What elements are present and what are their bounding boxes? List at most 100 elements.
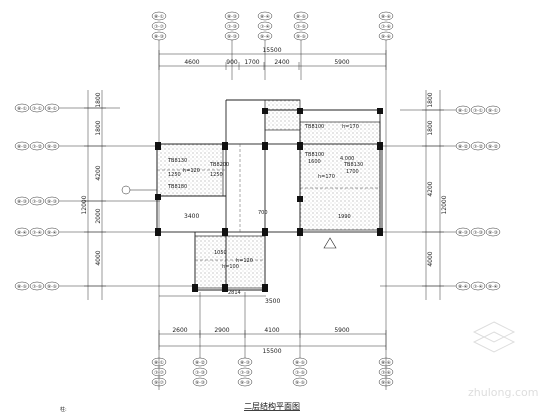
axis-tag-column-bottom-3 [237,292,253,387]
column [377,108,383,114]
slab-area [264,99,301,131]
axis-tag: ⑦-④ [473,284,483,290]
axis-tag: ⑦-⑦ [154,370,164,376]
axis-tag: ⑦-③ [227,24,237,30]
axis-tag: ⑦-③ [32,199,42,205]
axis-tag: ⑧-④ [260,14,270,20]
axis-tag-column-bottom-1 [151,357,167,387]
right-axis-tag-labels: ⑧-① ⑦-① ⑨-① ⑧-② ⑦-② ⑨-② ⑧-③ ⑦-③ ⑨-③ ⑧-④ … [458,108,498,290]
slab-thickness-label: h=120 [183,168,200,174]
dimension-label-bottom: 2900 [214,327,229,334]
bottom-axis-tags [151,236,394,387]
axis-tag: ⑧-② [458,144,468,150]
column [297,228,303,236]
axis-tag: ⑦-② [32,144,42,150]
dimension-label-right: 4200 [427,181,434,196]
dimension-label-top: 1700 [244,59,259,66]
column [262,108,268,114]
watermark-text: zhulong.com [468,386,538,399]
room-width-label: 3400 [184,213,199,220]
column [222,142,228,150]
axis-tag: ⑨-③ [240,380,250,386]
axis-tag: ⑨-⑤ [296,34,306,40]
corner-label: 柱: [60,406,67,413]
axis-tag-row-right-1 [400,105,501,115]
slab-thickness-label: h=120 [236,258,253,264]
axis-tag: ⑧-⑤ [295,360,305,366]
axis-tag: ⑦-⑤ [295,370,305,376]
dimension-label-right-total: 12000 [441,195,448,214]
column [297,142,303,150]
axis-tag: ⑧-⑤ [17,284,27,290]
axis-tag: ⑦-③ [195,370,205,376]
dimension-label-left: 4200 [95,165,102,180]
axis-tag-row-left-2 [14,141,160,151]
slab-thickness-label: h=100 [222,264,239,270]
plan-annotations: h=170 h=170 h=120 h=120 h=100 TB8100 TB8… [167,124,363,296]
beam-tag: TB8200 [209,162,229,168]
axis-tag: ⑦-④ [32,230,42,236]
dimension-label-left: 1800 [95,120,102,135]
dimension-label-right: 1800 [427,120,434,135]
dimension-label-bottom-total: 15500 [262,348,281,355]
axis-tag: ⑨-⑥ [381,380,391,386]
axis-tag: ⑨-② [488,144,498,150]
column [262,284,268,292]
top-dimension-lines [158,50,387,70]
top-axis-tag-labels: ⑧-① ⑦-⑦ ⑧-③ ⑧-③ ⑦-③ ⑨-③ ⑧-④ ⑦-④ ⑨-④ ⑧-⑤ … [154,14,391,40]
dimension-label-bottom-inner: 3500 [265,298,280,305]
dimension-label-top: 900 [226,59,238,66]
dimension-label-left-total: 12000 [81,195,88,214]
axis-tag-column-top-3 [257,11,273,80]
column [155,142,161,150]
slab-area [299,121,381,231]
axis-tag: ⑧-① [458,108,468,114]
axis-tag-column-top-4 [293,11,309,80]
axis-tag: ⑧-④ [458,284,468,290]
column [155,194,161,200]
dimension-label-bottom: 5900 [334,327,349,334]
axis-tag: ⑨-① [488,108,498,114]
dimension-label-left: 2000 [95,208,102,223]
dimension-note: 1250 [210,172,223,178]
axis-tag: ⑨-④ [260,34,270,40]
column [377,142,383,150]
dimension-note: 1990 [338,214,351,220]
dimension-label-left: 4000 [95,250,102,265]
dimension-label-right: 4000 [427,251,434,266]
axis-tag: ⑨-④ [488,284,498,290]
axis-tag: ⑧-⑤ [296,14,306,20]
beam-tag: TB8130 [343,162,363,168]
axis-tag: ⑨-③ [195,380,205,386]
axis-tag: ⑦-⑥ [381,24,391,30]
columns [155,108,383,292]
column [297,108,303,114]
axis-tag: ⑧-① [154,14,164,20]
axis-tag: ⑧-③ [154,34,164,40]
dimension-label-left: 1800 [95,92,102,107]
bottom-axis-tag-labels: ⑧-① ⑦-⑦ ⑨-⑦ ⑧-② ⑦-③ ⑨-③ ⑧-③ ⑦-③ ⑨-③ ⑧-⑤ … [154,360,391,386]
left-axis-tags [14,103,195,291]
drawing-title: 二层结构平面图 [244,401,300,411]
left-axis-tag-labels: ⑧-① ⑦-① ⑨-① ⑧-② ⑦-② ⑨-② ⑧-③ ⑦-③ ⑨-③ ⑧-④ … [17,106,57,290]
watermark: zhulong.com [468,321,538,399]
axis-tag: ⑧-① [17,106,27,112]
axis-tag: ⑦-④ [260,24,270,30]
beam-lines [156,99,383,291]
right-dimension-lines [422,90,444,300]
axis-tag: ⑦-⑦ [154,24,164,30]
axis-tag: ⑧-② [195,360,205,366]
dimension-note: 1700 [346,169,359,175]
axis-tag: ⑦-⑥ [381,370,391,376]
dimension-note: 2814 [228,290,241,296]
axis-tag: ⑧-③ [17,199,27,205]
axis-tag: ⑨-④ [47,230,57,236]
axis-tag: ⑨-③ [47,199,57,205]
dimension-note: 700 [258,210,268,216]
column [297,196,303,202]
axis-tag: ⑨-⑦ [154,380,164,386]
column [377,228,383,236]
column [222,228,228,236]
axis-tag-column-bottom-5 [378,357,394,387]
slab-thickness-label: h=170 [318,174,335,180]
